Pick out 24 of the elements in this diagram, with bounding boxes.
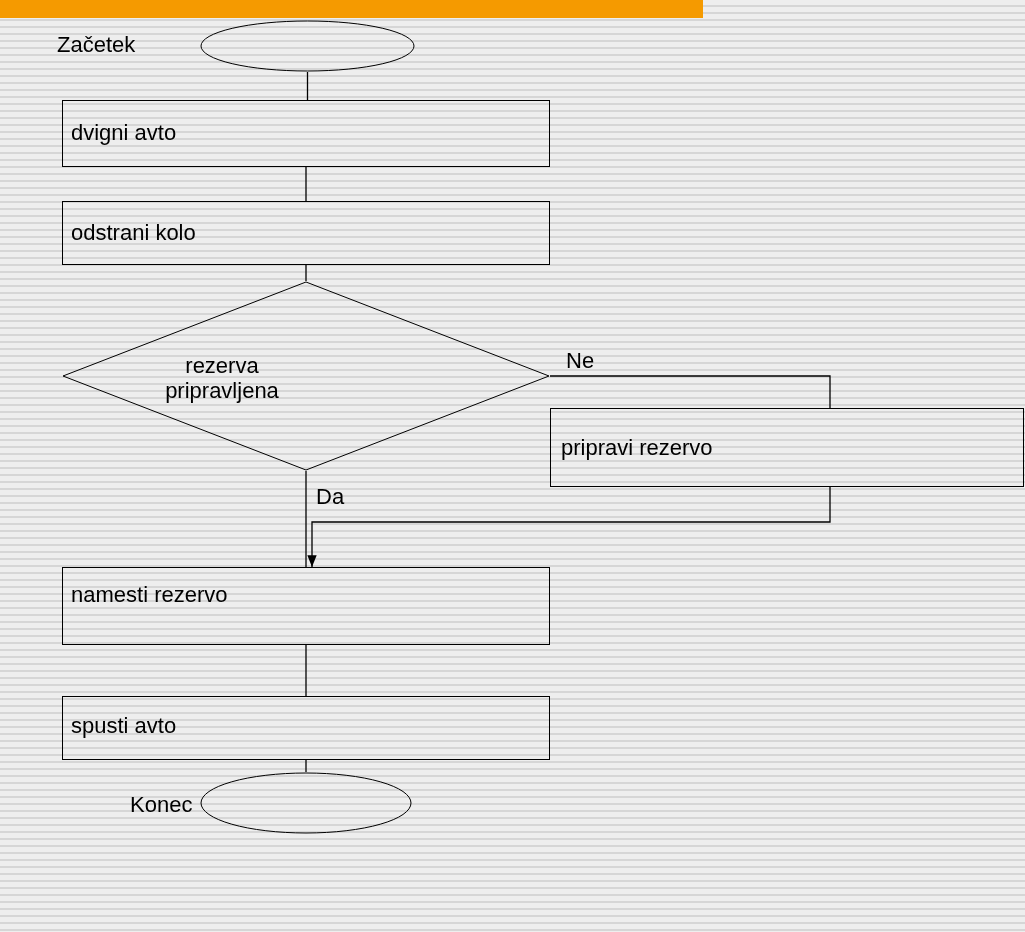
node-label: rezerva pripravljena [164, 353, 280, 404]
node-label: Začetek [57, 32, 136, 58]
connector [305, 644, 307, 697]
decision-diamond [62, 281, 550, 471]
connector [305, 470, 307, 568]
connector [305, 264, 307, 282]
connector [307, 486, 831, 568]
node-label: spusti avto [71, 713, 177, 739]
node-label: Konec [130, 792, 193, 818]
connector [305, 759, 307, 773]
process-box [62, 100, 550, 167]
node-label: odstrani kolo [71, 220, 196, 246]
process-box [62, 567, 550, 645]
process-box [62, 201, 550, 265]
process-box [62, 696, 550, 760]
connector [549, 375, 831, 409]
node-label: pripravi rezervo [561, 435, 713, 461]
edge-label: Ne [566, 348, 595, 374]
process-box [550, 408, 1024, 487]
connector [306, 71, 309, 101]
node-label: namesti rezervo [71, 582, 228, 608]
node-label: dvigni avto [71, 120, 177, 146]
connector [305, 166, 307, 202]
edge-label: Da [316, 484, 345, 510]
